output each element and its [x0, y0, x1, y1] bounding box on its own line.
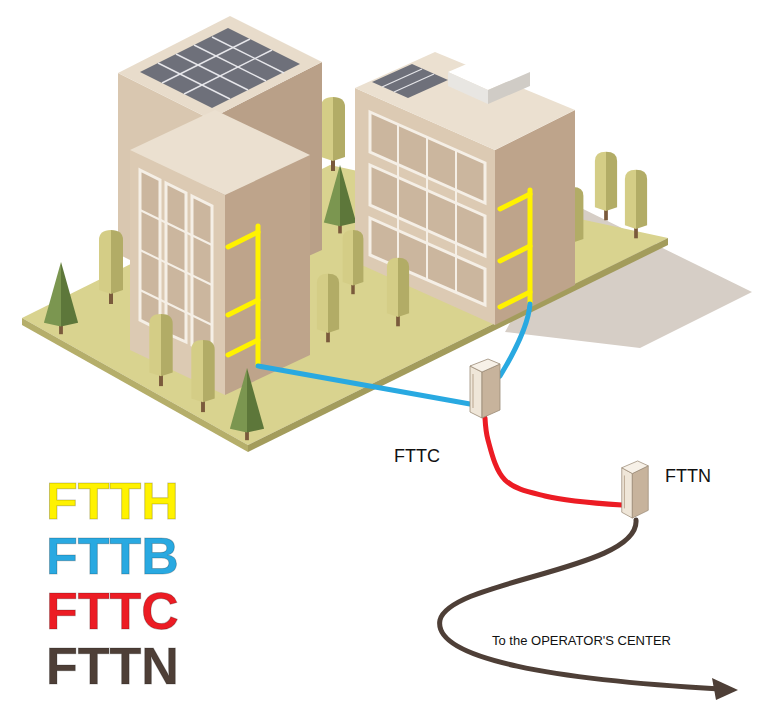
cabinet-side [632, 466, 648, 518]
cabinet-shape [468, 358, 502, 420]
cabinet-shape [620, 460, 650, 520]
art-shape [387, 258, 409, 326]
cabinet-side [482, 364, 500, 418]
art-shape [595, 152, 617, 220]
street-cabinet: FTTN [620, 460, 650, 520]
art-shape [140, 28, 300, 108]
art-shape [324, 165, 356, 233]
cabinet-door [624, 475, 625, 508]
legend-entry: FTTC [46, 584, 179, 639]
legend-entry: FTTH [46, 474, 179, 529]
art-shape [625, 170, 647, 238]
art-shape [176, 54, 248, 90]
art-shape [488, 72, 530, 104]
art-shape [455, 150, 457, 293]
legend-text: FTTC [46, 582, 179, 640]
cabinet-front [622, 468, 633, 518]
art-shape [194, 55, 282, 99]
art-shape [192, 196, 212, 355]
art-shape [149, 314, 172, 386]
trees-front [44, 230, 409, 440]
art-shape [230, 368, 264, 440]
legend-entry: FTTB [46, 529, 179, 584]
cabinet-top [622, 461, 648, 474]
art-shape [158, 63, 230, 99]
destination-label: To the OPERATOR'S CENTER [492, 633, 671, 648]
art-shape [162, 39, 250, 83]
art-shape [382, 69, 422, 87]
cabinet-front [470, 366, 482, 418]
art-shape [225, 155, 310, 395]
art-shape [256, 226, 261, 366]
fttn-line [440, 520, 738, 700]
art-shape [228, 340, 258, 355]
art-shape [118, 16, 322, 119]
art-shape [382, 69, 434, 92]
art-shape [99, 230, 123, 304]
street-cabinet: FTTC [468, 358, 502, 420]
art-shape [317, 274, 339, 342]
legend-text: FTTN [46, 637, 179, 695]
cabinet-label: FTTC [394, 446, 440, 467]
legend-text: FTTH [46, 472, 179, 530]
art-shape [140, 210, 212, 245]
art-shape [500, 194, 530, 209]
art-shape [140, 170, 160, 330]
art-shape [158, 37, 284, 99]
cabinet-label: FTTN [665, 466, 711, 487]
art-shape [500, 304, 530, 376]
legend: FTTHFTTBFTTCFTTN [46, 474, 179, 694]
art-shape [194, 45, 266, 81]
fttc-cable [485, 418, 622, 505]
art-shape [258, 366, 470, 404]
art-shape [140, 210, 212, 325]
cabinet-door [473, 374, 474, 408]
art-shape [448, 72, 488, 104]
cabinet-top [470, 359, 500, 372]
art-shape [426, 137, 428, 280]
art-shape [228, 232, 258, 247]
art-shape [372, 64, 448, 98]
art-shape [440, 520, 720, 689]
art-shape [228, 300, 258, 315]
art-shape [712, 678, 738, 700]
art-shape [321, 97, 345, 171]
art-shape [394, 74, 434, 92]
legend-entry: FTTN [46, 639, 179, 694]
art-shape [212, 37, 284, 73]
art-shape [397, 124, 399, 267]
legend-text: FTTB [46, 527, 179, 585]
art-shape [191, 340, 214, 412]
ftth-lines [228, 190, 530, 366]
art-shape [500, 246, 530, 261]
left-building [118, 16, 322, 395]
art-shape [44, 262, 78, 334]
art-shape [343, 230, 364, 294]
art-shape [184, 50, 272, 94]
art-shape [500, 292, 530, 307]
art-shape [140, 250, 212, 285]
